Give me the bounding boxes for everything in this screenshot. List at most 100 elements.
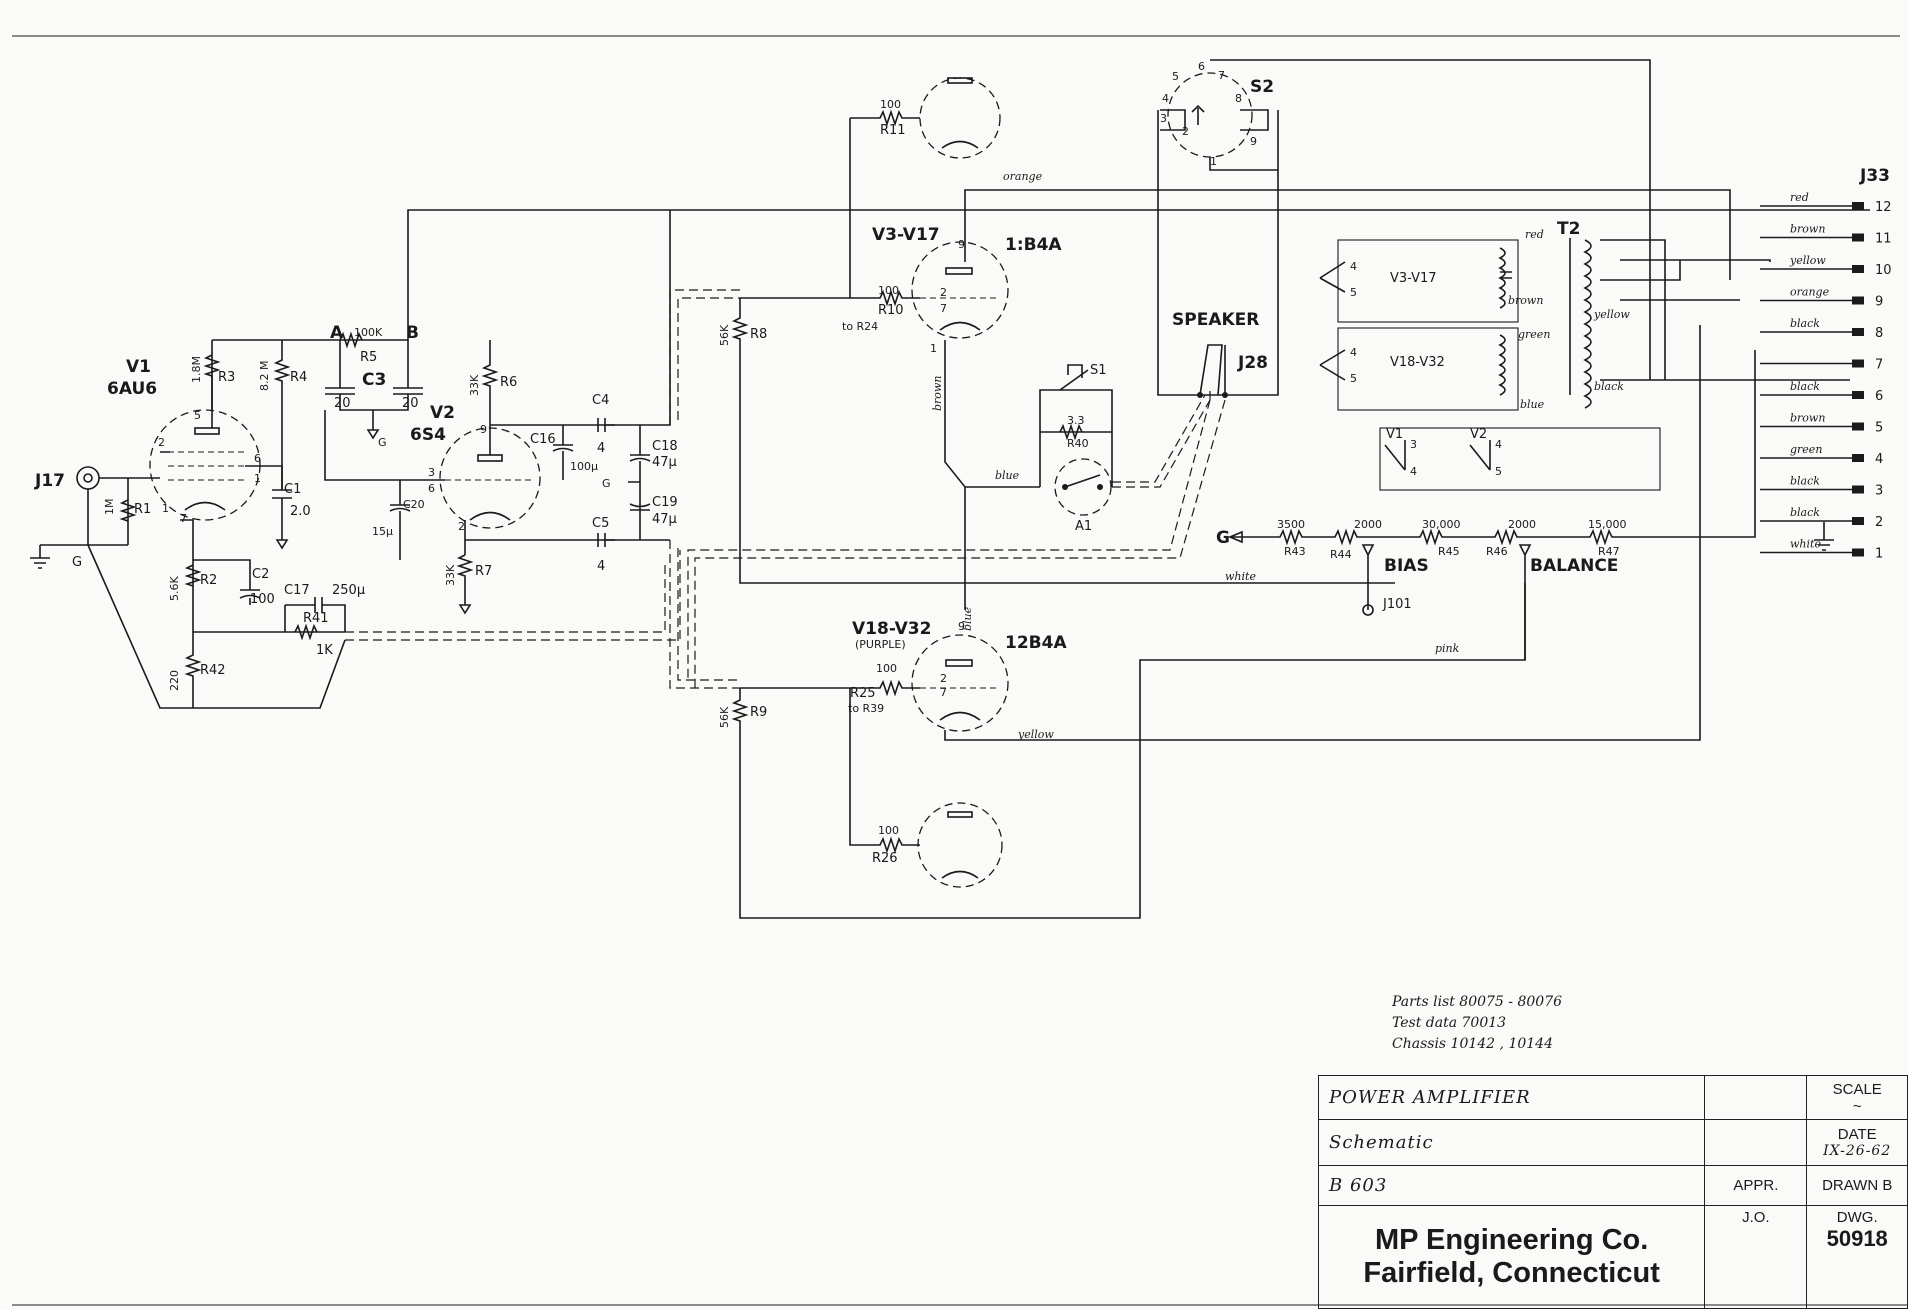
t2-output-wires — [1600, 239, 1850, 381]
t2-label: T2 — [1557, 219, 1580, 239]
ground-symbol-input — [30, 545, 50, 569]
test-data-note: Test data 70013 — [1392, 1015, 1507, 1031]
svg-text:7: 7 — [1218, 69, 1225, 82]
svg-text:4: 4 — [1162, 92, 1169, 105]
r45-label: R45 — [1438, 545, 1460, 558]
c1-value: 2.0 — [290, 504, 311, 519]
j33-label: J33 — [1859, 166, 1890, 186]
j33-pin-number: 6 — [1875, 389, 1883, 404]
r40-value: 3.3 — [1067, 414, 1085, 427]
tube-v18 — [911, 634, 1009, 732]
svg-text:2: 2 — [1182, 125, 1189, 138]
c18-value: 47μ — [652, 455, 677, 470]
v18-pin-9: 9 — [958, 620, 965, 633]
company-cell: MP Engineering Co. Fairfield, Connecticu… — [1317, 1205, 1706, 1309]
svg-text:3: 3 — [1160, 112, 1167, 125]
j33-pin-2 — [1852, 517, 1864, 525]
r43-value: 3500 — [1277, 518, 1305, 531]
v18-note: (PURPLE) — [855, 638, 906, 651]
j33-pin-number: 9 — [1875, 295, 1883, 310]
speaker-label: SPEAKER — [1172, 310, 1259, 330]
v1-type: 6AU6 — [107, 379, 157, 399]
r11-label: R11 — [880, 123, 906, 138]
r1-value: 1M — [103, 499, 116, 516]
v1-pin-1: 1 — [254, 472, 261, 485]
r42-value: 220 — [168, 670, 181, 691]
v2-pin-6: 6 — [428, 482, 435, 495]
svg-text:4: 4 — [1495, 438, 1502, 451]
r3-label: R3 — [218, 370, 235, 385]
scale-value: ~ — [1852, 1097, 1862, 1115]
subtitle-blank-cell — [1704, 1119, 1808, 1166]
wire-label-pink: pink — [1435, 642, 1460, 655]
t2-yellow-label: yellow — [1593, 308, 1630, 321]
r11-value: 100 — [880, 98, 901, 111]
r41-label: R41 — [303, 611, 329, 626]
jo-cell: J.O. — [1704, 1205, 1808, 1309]
j33-wire-color-label: brown — [1790, 412, 1825, 425]
dwg-label: DWG. — [1836, 1209, 1878, 1226]
title-block-table: POWER AMPLIFIER SCALE ~ Schematic DATE I… — [1317, 1075, 1908, 1309]
c3-value-a: 20 — [334, 396, 351, 411]
j33-pin-8 — [1852, 328, 1864, 336]
date-cell: DATE IX-26-62 — [1806, 1119, 1908, 1166]
svg-text:1: 1 — [1210, 155, 1217, 168]
c4-value: 4 — [597, 441, 605, 456]
r9-resistor — [731, 583, 1526, 919]
svg-text:5: 5 — [1350, 372, 1357, 385]
r4-resistor — [273, 340, 291, 490]
r41-resistor — [294, 623, 318, 641]
j33-pin-7 — [1852, 359, 1864, 368]
v2-type: 6S4 — [410, 425, 446, 445]
svg-text:5: 5 — [1172, 70, 1179, 83]
node-b-label: B — [406, 323, 419, 343]
r25-label: R25 — [850, 686, 876, 701]
r8-resistor — [731, 298, 1395, 584]
c1-capacitor — [272, 489, 292, 550]
j33-pin-number: 3 — [1875, 484, 1883, 499]
scale-cell: SCALE ~ — [1806, 1075, 1908, 1120]
svg-text:3: 3 — [1410, 438, 1417, 451]
c20-label: C20 — [403, 498, 425, 511]
t2-v18-label: V18-V32 — [1390, 355, 1445, 370]
j33-connector: 12red11brown10yellow9orange8black76black… — [1760, 191, 1892, 562]
c20-capacitor — [389, 480, 411, 560]
c2-capacitor — [239, 589, 261, 605]
r7-resistor — [456, 554, 474, 615]
date-label: DATE — [1837, 1126, 1877, 1143]
r9-value: 56K — [718, 706, 731, 728]
t2-black-label: black — [1594, 380, 1624, 393]
model-cell: B 603 — [1317, 1165, 1706, 1206]
speaker-jack-j28 — [1197, 344, 1228, 398]
svg-text:9: 9 — [1250, 135, 1257, 148]
ground-arrow-bias — [1227, 530, 1243, 544]
wire-label-white: white — [1225, 570, 1256, 583]
c5-value: 4 — [597, 559, 605, 574]
cathode-wire-v3 — [944, 340, 1040, 610]
s1-switch — [1059, 364, 1089, 391]
v1-pin-5: 5 — [194, 409, 201, 422]
j33-wire-color-label: green — [1790, 443, 1822, 456]
bias-ground-label: G — [1216, 528, 1230, 548]
ground-label-g: G — [72, 555, 82, 570]
tube-v3 — [911, 241, 1009, 339]
r5-label: R5 — [360, 350, 377, 365]
r7-label: R7 — [475, 564, 492, 579]
j33-pin-number: 2 — [1875, 515, 1883, 530]
grid-bus-lower — [740, 679, 920, 854]
appr-cell: APPR. — [1704, 1165, 1808, 1206]
j33-pin-5 — [1852, 422, 1864, 431]
r42-label: R42 — [200, 663, 226, 678]
r5-value: 100K — [354, 326, 383, 339]
b-plus-up — [407, 209, 1870, 340]
j33-pin-number: 1 — [1875, 547, 1883, 562]
j33-wire-color-label: orange — [1790, 286, 1830, 299]
wire-label-yellow: yellow — [1017, 728, 1054, 741]
r2-resistor — [184, 559, 251, 590]
j17-label: J17 — [34, 471, 65, 491]
meter-to-speaker — [1112, 390, 1211, 488]
return-wire-input — [87, 544, 346, 709]
tube-v1 — [149, 409, 261, 521]
heater-v2-label: V2 — [1470, 427, 1487, 442]
